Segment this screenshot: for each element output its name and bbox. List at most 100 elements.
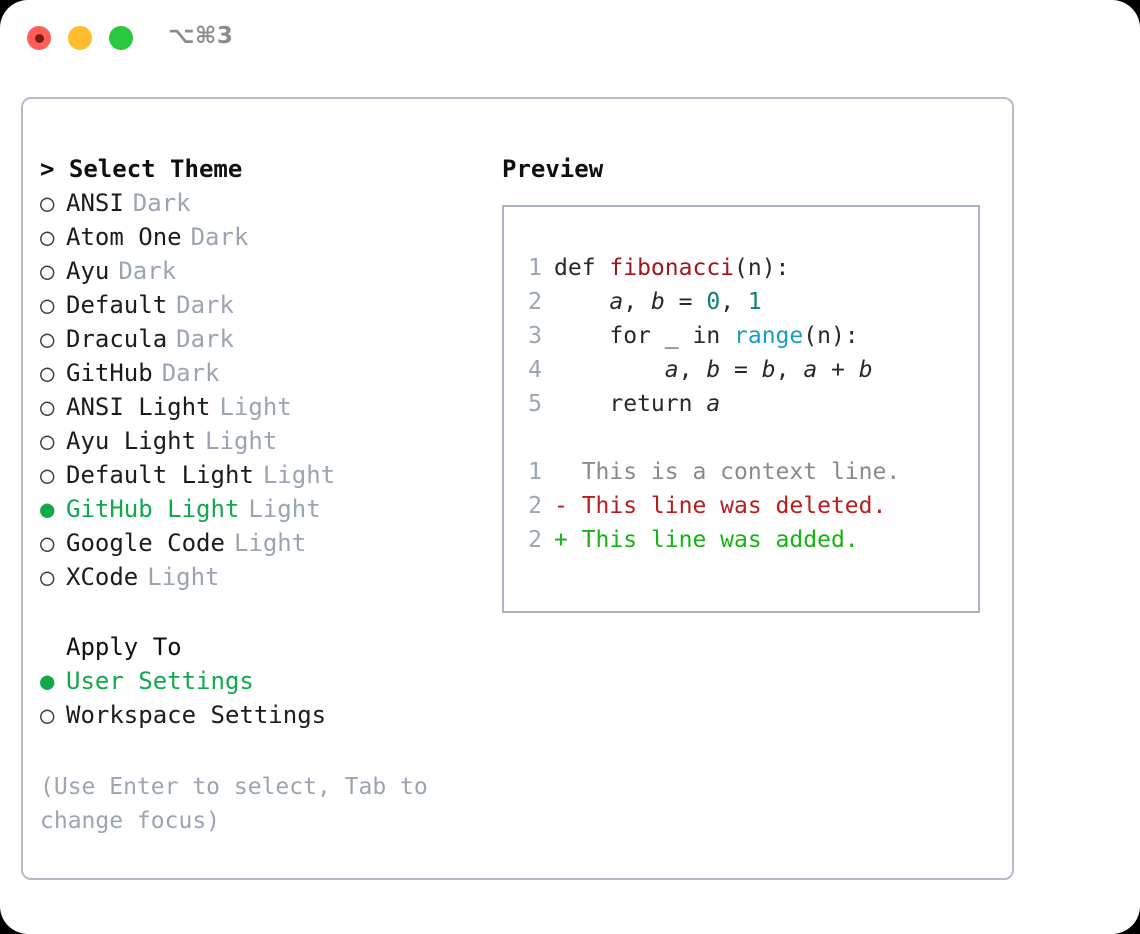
line-number: 4: [528, 357, 542, 383]
diff-line-ctx: 1 This is a context line.: [504, 455, 978, 489]
radio-unselected-icon: ○: [40, 701, 55, 729]
radio-unselected-icon: ○: [40, 189, 55, 217]
theme-option-label: ANSI: [66, 189, 124, 217]
theme-option-variant-tag: Dark: [118, 257, 177, 285]
code-token-plain: (n):: [803, 323, 859, 349]
radio-unselected-icon: ○: [40, 291, 55, 319]
line-number: 1: [528, 255, 542, 281]
diff-line-text: - This line was deleted.: [554, 493, 887, 519]
code-token-plain: (n):: [734, 255, 790, 281]
code-line: 5 return a: [504, 387, 978, 421]
radio-selected-icon: ●: [40, 495, 55, 523]
apply-to-option-label: User Settings: [66, 667, 254, 695]
minimize-button-icon[interactable]: [68, 26, 92, 50]
theme-option-variant-tag: Light: [205, 427, 278, 455]
traffic-light-group: [27, 26, 133, 50]
keyboard-shortcut-hint: ⌥⌘3: [168, 23, 234, 49]
theme-option-variant-tag: Dark: [190, 223, 249, 251]
close-button-icon[interactable]: [27, 26, 51, 50]
radio-unselected-icon: ○: [40, 325, 55, 353]
theme-option-label: Ayu Light: [66, 427, 197, 455]
theme-option-variant-tag: Dark: [176, 291, 234, 319]
code-token-plain: ,: [720, 289, 748, 315]
apply-to-heading: Apply To: [66, 633, 182, 661]
radio-unselected-icon: ○: [40, 393, 55, 421]
code-token-plain: [554, 357, 665, 383]
radio-unselected-icon: ○: [40, 461, 55, 489]
theme-option-label: GitHub Light: [66, 495, 240, 523]
code-token-plain: return: [554, 391, 707, 417]
line-number: 2: [528, 527, 542, 553]
theme-option-label: Google Code: [66, 529, 225, 557]
theme-option-variant-tag: Light: [233, 529, 307, 557]
code-token-plain: def: [554, 255, 610, 281]
theme-option-label: XCode: [66, 563, 139, 591]
code-token-var: b: [706, 357, 721, 383]
theme-option-label: Default Light: [66, 461, 254, 489]
radio-selected-icon: ●: [40, 667, 55, 695]
code-token-plain: ,: [678, 357, 707, 383]
keyboard-help-text: (Use Enter to select, Tab to change focu…: [40, 774, 442, 834]
theme-option-variant-tag: Dark: [132, 189, 191, 217]
radio-unselected-icon: ○: [40, 257, 55, 285]
theme-option-label: ANSI Light: [66, 393, 211, 421]
code-diff-separator: [504, 421, 978, 455]
code-line-text: return a: [554, 387, 720, 421]
theme-option-ansi[interactable]: ○ ANSI Dark: [40, 186, 490, 220]
theme-option-label: Ayu: [66, 257, 110, 285]
code-token-var: a: [803, 357, 818, 383]
code-line-text: a, b = b, a + b: [554, 353, 873, 387]
select-theme-heading: > Select Theme: [40, 155, 243, 183]
code-line: 1 def fibonacci(n):: [504, 251, 978, 285]
code-line-text: a, b = 0, 1: [554, 285, 762, 319]
code-token-plain: ,: [623, 289, 651, 315]
apply-to-section: Apply To ● User Settings ○ Workspace Settin…: [40, 630, 490, 732]
theme-option-xcode[interactable]: ○ XCode Light: [40, 560, 490, 594]
diff-line-add: 2 + This line was added.: [504, 523, 978, 557]
code-line-text: def fibonacci(n):: [554, 251, 789, 285]
theme-option-ayu[interactable]: ○ Ayu Dark: [40, 254, 490, 288]
diff-sample-block: 1 This is a context line. 2 - This line wa…: [504, 455, 978, 557]
code-line: 4 a, b = b, a + b: [504, 353, 978, 387]
code-token-var: a: [664, 357, 679, 383]
code-token-num: 0: [706, 289, 721, 315]
code-token-var: b: [761, 357, 776, 383]
apply-to-option-workspace-settings[interactable]: ○ Workspace Settings: [40, 698, 490, 732]
code-token-var: a: [706, 391, 721, 417]
apply-to-option-list: ● User Settings ○ Workspace Settings: [40, 664, 490, 732]
code-token-plain: =: [664, 289, 707, 315]
theme-option-label: GitHub: [66, 359, 153, 387]
apply-to-option-user-settings[interactable]: ● User Settings: [40, 664, 490, 698]
theme-option-label: Atom One: [66, 223, 182, 251]
code-token-num: 1: [747, 289, 762, 315]
radio-unselected-icon: ○: [40, 563, 55, 591]
radio-unselected-icon: ○: [40, 223, 55, 251]
theme-option-ayu-light[interactable]: ○ Ayu Light Light: [40, 424, 490, 458]
theme-option-atom-one[interactable]: ○ Atom One Dark: [40, 220, 490, 254]
code-token-plain: [554, 289, 609, 315]
theme-option-variant-tag: Light: [147, 563, 220, 591]
code-token-fn: fibonacci: [609, 255, 735, 281]
close-dot-icon: [34, 33, 44, 43]
diff-line-text: This is a context line.: [554, 459, 901, 485]
code-token-var: b: [650, 289, 665, 315]
code-token-plain: for _ in: [554, 323, 735, 349]
theme-option-variant-tag: Dark: [176, 325, 234, 353]
apply-to-option-label: Workspace Settings: [66, 701, 327, 729]
code-line: 2 a, b = 0, 1: [504, 285, 978, 319]
radio-unselected-icon: ○: [40, 427, 55, 455]
diff-line-text: + This line was added.: [554, 527, 859, 553]
line-number: 2: [528, 493, 542, 519]
maximize-button-icon[interactable]: [109, 26, 133, 50]
